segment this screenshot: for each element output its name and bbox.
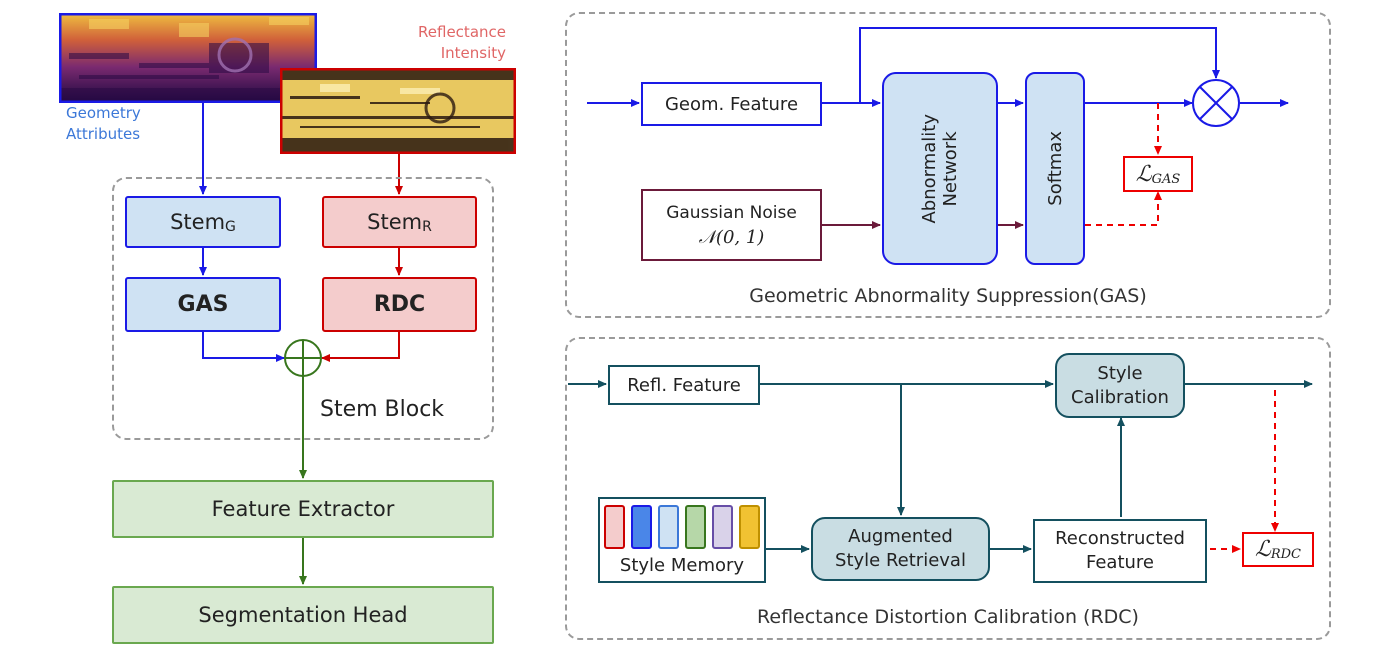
augmented-style-retrieval-box: Augmented Style Retrieval — [811, 517, 990, 581]
reflectance-intensity-label: Reflectance Intensity — [418, 23, 506, 62]
arrow-skip-to-multiply — [859, 27, 1220, 103]
reflectance-image — [280, 68, 516, 154]
memory-swatch-1 — [604, 505, 625, 549]
style-memory-label: Style Memory — [619, 555, 745, 576]
gas-panel — [565, 12, 1331, 318]
gaussian-noise-box: Gaussian Noise 𝒩(0, 1) — [641, 189, 822, 261]
loss-gas-dash-up — [1085, 191, 1162, 226]
stem-g-subscript: G — [225, 219, 236, 235]
softmax-box: Softmax — [1025, 72, 1085, 265]
memory-swatch-5 — [712, 505, 733, 549]
segmentation-head-box: Segmentation Head — [112, 586, 494, 644]
abnormality-network-label: Abnormality Network — [919, 113, 961, 224]
arrow-gas-to-sum — [202, 332, 285, 362]
abnormality-network-box: Abnormality Network — [882, 72, 998, 265]
loss-rdc-subscript: RDC — [1270, 547, 1302, 562]
style-calibration-box: Style Calibration — [1055, 353, 1185, 418]
gas-panel-title: Geometric Abnormality Suppression(GAS) — [749, 285, 1147, 307]
geometry-attributes-label: Geometry Attributes — [66, 104, 141, 143]
geometry-image — [59, 13, 317, 103]
stem-block-container — [112, 177, 494, 440]
reconstructed-feature-box: Reconstructed Feature — [1033, 519, 1207, 583]
softmax-label: Softmax — [1044, 131, 1066, 206]
memory-swatch-6 — [739, 505, 760, 549]
loss-gas-subscript: GAS — [1151, 171, 1181, 187]
stem-g-label: Stem — [170, 210, 226, 234]
gaussian-noise-label: Gaussian Noise — [666, 202, 797, 223]
style-memory-swatches — [604, 505, 760, 549]
geom-feature-box: Geom. Feature — [641, 82, 822, 126]
stem-r-label: Stem — [367, 210, 423, 234]
feature-extractor-box: Feature Extractor — [112, 480, 494, 538]
stem-r-subscript: R — [422, 219, 432, 235]
arrow-rdc-to-sum — [321, 332, 400, 362]
loss-rdc-symbol: ℒ — [1254, 537, 1271, 562]
style-memory-box: Style Memory — [598, 497, 766, 583]
rdc-panel — [565, 337, 1331, 640]
rdc-panel-title: Reflectance Distortion Calibration (RDC) — [757, 606, 1139, 628]
memory-swatch-4 — [685, 505, 706, 549]
rdc-box: RDC — [322, 277, 477, 332]
refl-feature-box: Refl. Feature — [608, 365, 760, 405]
gaussian-noise-formula: 𝒩(0, 1) — [698, 226, 765, 248]
gas-box: GAS — [125, 277, 281, 332]
stem-block-label: Stem Block — [320, 397, 445, 422]
memory-swatch-2 — [631, 505, 652, 549]
loss-gas-symbol: ℒ — [1135, 161, 1152, 187]
memory-swatch-3 — [658, 505, 679, 549]
